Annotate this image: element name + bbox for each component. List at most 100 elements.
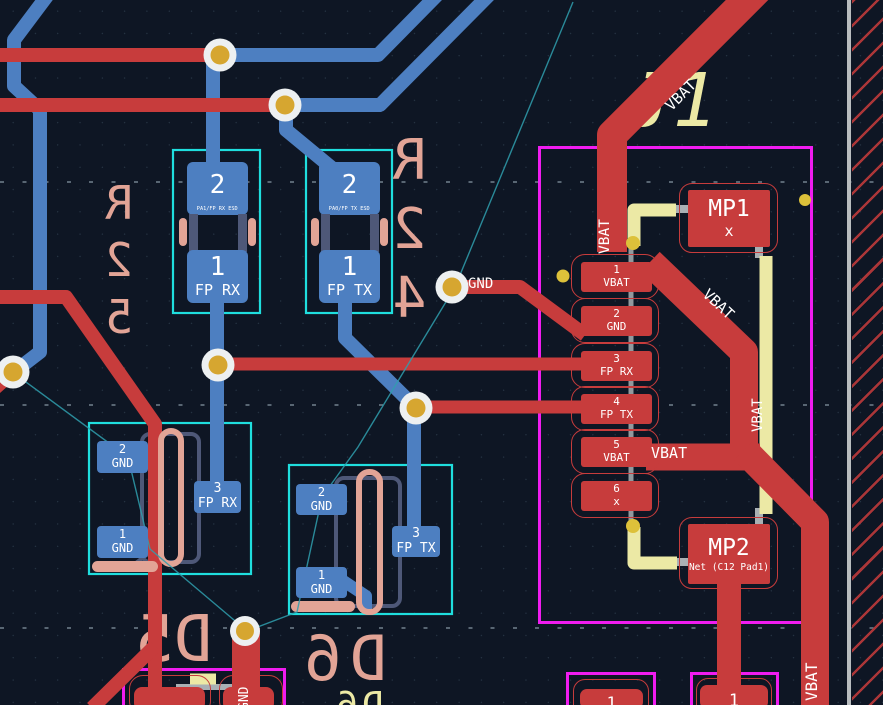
trace-red-vbat-band[interactable] — [734, 440, 829, 705]
plated-hole-dot[interactable] — [556, 269, 570, 283]
trace-yellow-mp2-left[interactable] — [627, 527, 677, 570]
silk-capsule-d5 — [158, 428, 184, 567]
bottom-pad-rst[interactable] — [134, 687, 205, 705]
grid-major-row — [0, 627, 883, 629]
plated-hole-dot[interactable] — [626, 236, 640, 250]
mp1-reference-label: MP1 — [708, 195, 750, 222]
bottom-a-outline — [573, 679, 649, 705]
vbat-trace-label: VBAT — [597, 219, 613, 254]
trace-red-vbat-top[interactable] — [597, 0, 769, 252]
j1-pad-2[interactable]: 2 GND — [581, 306, 652, 336]
courtyard-d5 — [87, 421, 253, 576]
r24-pad-1[interactable]: 1 FP TX — [319, 250, 380, 303]
mp2-pad[interactable]: MP2 Net (C12 Pad1) — [688, 524, 770, 584]
bottom-b-pad-1[interactable]: 1 — [700, 685, 768, 705]
via[interactable] — [399, 391, 433, 425]
j1-pad2-outline — [571, 298, 659, 343]
silk-bar — [311, 218, 319, 246]
r24-pad-2[interactable]: 2 PA0/FP TX ESD — [319, 162, 380, 215]
r25-pad-1[interactable]: 1 FP RX — [187, 250, 248, 303]
silk-bar — [179, 218, 187, 246]
pad-number: 2 — [118, 442, 127, 457]
d6-pad-3[interactable]: 3 FP TX — [392, 526, 440, 557]
pad-net-label: GND — [310, 498, 333, 513]
trace-blue-via1-right[interactable] — [230, 0, 442, 62]
d5-pad-3[interactable]: 3 FP RX — [194, 481, 241, 513]
pad-net-label: FP RX — [599, 365, 634, 378]
pad-net-label: GND — [111, 541, 134, 555]
r25-pad-2[interactable]: 2 PA1/FP RX ESD — [187, 162, 248, 215]
pad-net-label: x — [724, 222, 734, 241]
pad-number: 2 — [613, 307, 620, 321]
trace-red-gnd[interactable] — [452, 280, 590, 341]
via[interactable] — [203, 38, 237, 72]
pad-net-label: VBAT — [603, 451, 630, 464]
bottom-b-outline — [696, 678, 772, 705]
silk-bar-d5 — [92, 561, 158, 572]
j1-pad-1[interactable]: 1 VBAT — [581, 262, 652, 292]
fab-bar — [321, 214, 330, 252]
trace-red-vbat-right[interactable] — [640, 251, 758, 452]
grid-major-row — [0, 181, 883, 183]
vbat-trace-label: VBAT — [802, 662, 821, 701]
mp1-pad[interactable]: MP1 x — [688, 190, 770, 247]
trace-blue-r24-d6[interactable] — [338, 300, 421, 528]
mp2-outline — [679, 517, 778, 589]
pad-number: 1 — [613, 263, 620, 277]
pad-number: 1 — [209, 251, 226, 282]
pad-net-label: PA1/FP RX ESD — [197, 206, 238, 212]
trace-blue-via2-right[interactable] — [298, 0, 494, 112]
j1-pad-6[interactable]: 6 x — [581, 481, 652, 511]
pad-net-label: FP RX — [197, 496, 238, 511]
silk-bar — [380, 218, 388, 246]
plated-hole-dot[interactable] — [626, 519, 640, 533]
j1-pad3-outline — [571, 343, 659, 388]
d6-pad-1[interactable]: 1 GND — [296, 567, 347, 598]
bottom-pad-gnd[interactable] — [223, 687, 274, 705]
pad-number: 2 — [317, 484, 326, 499]
via[interactable] — [201, 348, 235, 382]
pad-net-label: GND — [310, 581, 333, 596]
j1-pad4-outline — [571, 386, 659, 431]
via[interactable] — [268, 88, 302, 122]
d6-reference-label[interactable]: D6 — [296, 622, 387, 695]
j1-pad-4[interactable]: 4 FP TX — [581, 394, 652, 424]
pad-number: 3 — [213, 481, 222, 497]
via[interactable] — [0, 355, 30, 389]
pad-net-label: FP TX — [326, 281, 373, 300]
vbat-trace-label: VBAT — [651, 444, 688, 462]
pad-net-label: VBAT — [603, 276, 630, 289]
d5-pad-2[interactable]: 2 GND — [97, 441, 148, 473]
courtyard-j1 — [538, 146, 813, 624]
d5-reference-label[interactable]: D5 — [135, 603, 212, 677]
mp1-outline — [679, 183, 778, 253]
pad-number: 1 — [118, 527, 127, 542]
fab-bar — [370, 214, 379, 252]
bottom-yellow-ref-label: D6 — [332, 685, 383, 705]
pad-number: 1 — [606, 692, 617, 705]
pad-net-label: GND — [606, 320, 627, 333]
gnd-trace-label: GND — [468, 276, 494, 292]
pad-number: 1 — [728, 691, 740, 705]
pad-number: 1 — [317, 567, 326, 582]
r24-reference-label[interactable]: R24 — [377, 128, 442, 335]
pad-number: 4 — [613, 395, 620, 409]
pad-net-label: FP TX — [599, 408, 634, 421]
bottom-a-pad-1[interactable]: 1 — [580, 689, 643, 705]
plated-hole-dot[interactable] — [799, 194, 811, 206]
via-gnd[interactable] — [435, 270, 469, 304]
pad-net-label: Net (C12 Pad1) — [688, 562, 770, 574]
airwire — [321, 286, 456, 498]
r25-reference-label[interactable]: R25 — [92, 176, 146, 347]
trace-red-bottom-branch[interactable] — [87, 641, 160, 705]
j1-pad-5[interactable]: 5 VBAT — [581, 437, 652, 467]
pad-net-label: FP TX — [396, 540, 436, 556]
zone-hatch-area — [852, 0, 883, 705]
d6-pad-2[interactable]: 2 GND — [296, 484, 347, 515]
via[interactable] — [230, 616, 260, 646]
j1-pad-3[interactable]: 3 FP RX — [581, 351, 652, 381]
trace-yellow-pad1-mp1[interactable] — [627, 203, 676, 246]
d5-pad-1[interactable]: 1 GND — [97, 526, 148, 558]
